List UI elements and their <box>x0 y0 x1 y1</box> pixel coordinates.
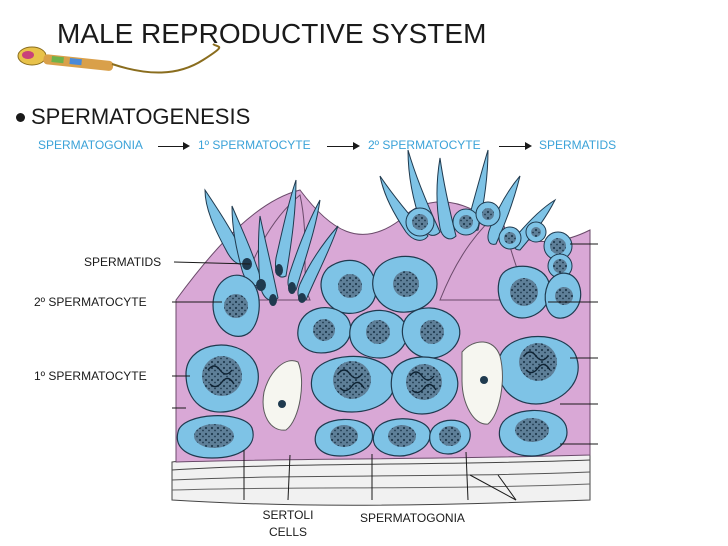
arrow-3 <box>499 142 532 150</box>
label-sertoli-cells: SERTOLI CELLS <box>254 507 322 541</box>
bullet-dot <box>16 112 25 122</box>
label-spermatogonia: SPERMATOGONIA <box>360 511 465 525</box>
label-primary-spermatocyte: 1º SPERMATOCYTE <box>34 369 147 383</box>
label-spermatids: SPERMATIDS <box>84 255 162 269</box>
bullet-spermatogenesis: SPERMATOGENESIS <box>16 104 250 130</box>
stage-primary-spermatocyte: 1º SPERMATOCYTE <box>198 138 311 152</box>
bullet-text: SPERMATOGENESIS <box>31 104 251 129</box>
arrow-2 <box>327 142 360 150</box>
label-sertoli-line1: SERTOLI <box>262 508 314 522</box>
stage-secondary-spermatocyte: 2º SPERMATOCYTE <box>368 138 481 152</box>
sperm-icon <box>17 43 221 74</box>
label-sertoli-line2: CELLS <box>268 525 308 539</box>
arrow-1 <box>158 142 190 150</box>
stage-spermatogonia: SPERMATOGONIA <box>38 138 143 152</box>
label-secondary-spermatocyte: 2º SPERMATOCYTE <box>34 295 147 309</box>
stage-spermatids: SPERMATIDS <box>539 138 617 152</box>
page-title: MALE REPRODUCTIVE SYSTEM <box>57 18 487 49</box>
